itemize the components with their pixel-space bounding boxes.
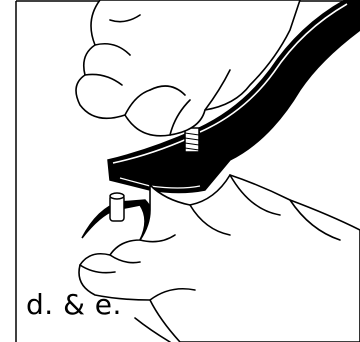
step-label: d. & e. — [26, 291, 122, 319]
bolt-icon — [185, 128, 199, 152]
